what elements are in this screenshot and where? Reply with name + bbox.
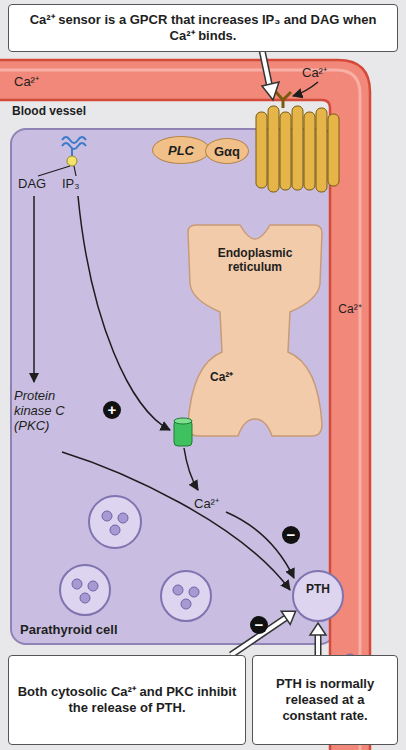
- callout-text: Ca²⁺ sensor is a GPCR that increases IP₃…: [16, 12, 390, 44]
- gpcr-receptor: [256, 106, 339, 192]
- text-label: Blood vessel: [12, 104, 86, 118]
- calcium-binding-arrow: [293, 82, 318, 96]
- pth-vesicle: PTH: [292, 570, 344, 622]
- node-label: Ca²⁺: [210, 370, 233, 384]
- calcium-channel-top: [174, 418, 192, 424]
- calcium-release-arrow: [184, 448, 198, 490]
- node-label: PTH: [306, 582, 330, 596]
- text-label: Ca²⁺: [194, 494, 219, 512]
- pth-granule: [118, 513, 128, 523]
- effect-sign: −: [282, 526, 300, 544]
- pkc-inhibit-arrow: [62, 452, 290, 590]
- pth-granule: [72, 579, 82, 589]
- pth-granule: [102, 511, 112, 521]
- callout-arrow: [231, 611, 296, 655]
- effect-sign: −: [250, 616, 268, 634]
- text-label: Ca²⁺: [332, 300, 368, 317]
- pth-granule: [189, 587, 199, 597]
- node-label: Endoplasmic reticulum: [200, 246, 310, 274]
- pth-granule: [110, 525, 120, 535]
- ip3-arrow: [78, 196, 170, 430]
- pth-granule: [181, 599, 191, 609]
- callout-pointer-head: [262, 82, 279, 100]
- released-pth: [346, 688, 358, 700]
- effect-sign: +: [103, 401, 121, 419]
- callout-box: Ca²⁺ sensor is a GPCR that increases IP₃…: [8, 4, 398, 52]
- vessel-sheen: [0, 70, 360, 750]
- lipid-head: [67, 156, 77, 166]
- text-label: Ca²⁺: [14, 72, 39, 90]
- dag-arrow: [33, 196, 35, 382]
- pth-granule: [88, 581, 98, 591]
- text-label: IP₃: [62, 176, 80, 191]
- calcium-inhibit-arrow: [226, 512, 294, 578]
- endoplasmic-reticulum: Endoplasmic reticulumCa²⁺: [180, 224, 330, 438]
- pth-granule: [80, 593, 90, 603]
- callout-text: PTH is normally released at a constant r…: [260, 676, 390, 724]
- pth-granule: [173, 585, 183, 595]
- secretory-vesicle: [89, 496, 141, 548]
- released-pth: [344, 654, 356, 666]
- callout-pointer: [262, 50, 270, 88]
- text-label: DAG: [18, 176, 46, 191]
- parathyroid-cell: Parathyroid cell PLC GαqEndoplasmic reticu…: [10, 128, 336, 645]
- callout-box: PTH is normally released at a constant r…: [252, 655, 398, 745]
- text-label: Protein kinase C (PKC): [14, 388, 88, 433]
- g-protein-oval: Gαq: [205, 138, 249, 164]
- receptor-antenna: [276, 92, 291, 108]
- vesicles: [60, 496, 211, 621]
- vessel-wall: [0, 60, 370, 750]
- node-label: Gαq: [214, 144, 240, 159]
- node-label: Parathyroid cell: [20, 622, 118, 637]
- text-label: Ca²⁺: [302, 63, 327, 81]
- callout-arrow: [310, 623, 326, 655]
- secretory-vesicle: [60, 565, 110, 615]
- enzyme-oval: PLC: [152, 136, 210, 164]
- secretory-vesicle: [161, 571, 211, 621]
- membrane-lipid: [62, 137, 86, 149]
- blood-vessel: [0, 60, 370, 750]
- node-label: PLC: [168, 143, 194, 158]
- split-lines: [38, 166, 76, 176]
- lipid-stalk: [71, 148, 73, 156]
- callout-text: Both cytosolic Ca²⁺ and PKC inhibit the …: [16, 684, 238, 716]
- callout-pointer: [262, 50, 270, 88]
- callout-box: Both cytosolic Ca²⁺ and PKC inhibit the …: [8, 655, 246, 745]
